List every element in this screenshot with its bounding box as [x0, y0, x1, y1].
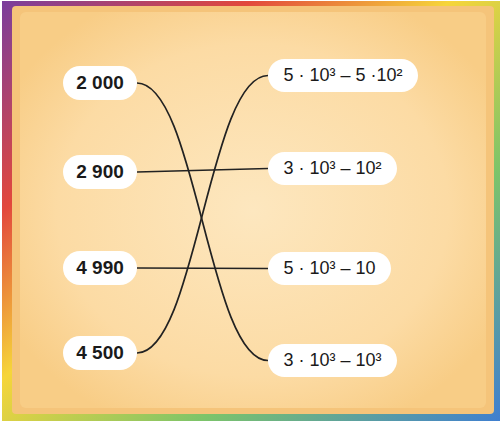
- number-pill: 2 000: [63, 66, 137, 100]
- frame-border: [12, 6, 494, 414]
- expression-label: 5 · 10³ – 5 ·10²: [283, 65, 402, 86]
- match-line: [137, 76, 268, 354]
- number-label: 4 990: [76, 257, 124, 279]
- number-label: 2 900: [76, 161, 124, 183]
- number-label: 4 500: [76, 342, 124, 364]
- expression-pill: 3 · 10³ – 10³: [268, 344, 397, 377]
- match-line: [137, 267, 268, 269]
- expression-pill: 5 · 10³ – 10: [268, 252, 391, 285]
- number-pill: 2 900: [63, 155, 137, 189]
- expression-pill: 3 · 10³ – 10²: [268, 152, 397, 185]
- expression-label: 3 · 10³ – 10²: [283, 158, 381, 179]
- expression-label: 3 · 10³ – 10³: [283, 350, 381, 371]
- match-line: [137, 169, 268, 173]
- match-line: [137, 83, 268, 361]
- expression-pill: 5 · 10³ – 5 ·10²: [268, 59, 418, 92]
- number-pill: 4 500: [63, 336, 137, 370]
- panel: [20, 12, 486, 408]
- expression-label: 5 · 10³ – 10: [283, 258, 375, 279]
- number-pill: 4 990: [63, 251, 137, 285]
- number-label: 2 000: [76, 72, 124, 94]
